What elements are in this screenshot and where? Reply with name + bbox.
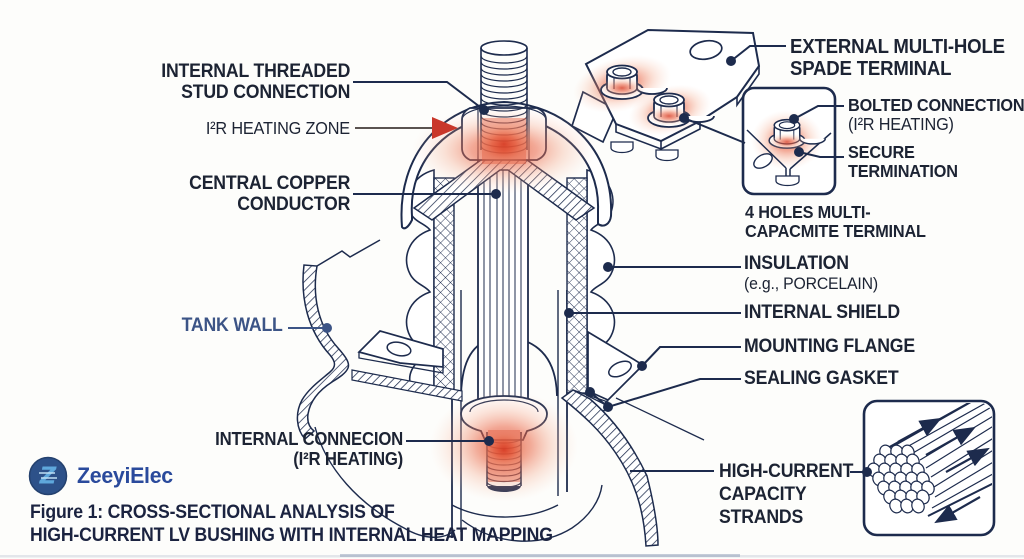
heat-glow-bottom (430, 390, 578, 502)
label-mounting-flange: MOUNTING FLANGE (744, 336, 915, 357)
figure-caption: Figure 1: CROSS-SECTIONAL ANALYSIS OF HI… (30, 501, 553, 547)
mounting-flange-right (585, 330, 645, 405)
label-high-current-strands: HIGH-CURRENT CAPACITY STRANDS (719, 461, 854, 529)
label-secure-termination: SECURE TERMINATION (848, 142, 958, 182)
zeeyielec-logo-icon: Z (28, 456, 68, 496)
label-four-holes-terminal: 4 HOLES MULTI- CAPACMITE TERMINAL (745, 202, 926, 242)
mounting-flange-left (357, 330, 444, 374)
label-tank-wall: TANK WALL (181, 315, 283, 336)
label-external-spade-terminal: EXTERNAL MULTI-HOLE SPADE TERMINAL (790, 36, 1005, 80)
leader-lines (288, 45, 867, 473)
label-internal-threaded-stud: INTERNAL THREADED STUD CONNECTION (161, 61, 350, 103)
figure-caption-line2: HIGH-CURRENT LV BUSHING WITH INTERNAL HE… (30, 525, 553, 547)
heat-glow-top (412, 106, 596, 194)
label-central-copper-conductor: CENTRAL COPPER CONDUCTOR (188, 173, 350, 215)
label-internal-shield: INTERNAL SHIELD (744, 302, 900, 323)
central-conductor (477, 158, 529, 400)
label-sealing-gasket: SEALING GASKET (744, 368, 899, 389)
tank-wall-right (560, 389, 705, 547)
svg-text:Z: Z (39, 464, 58, 490)
current-direction-arrows (897, 417, 990, 524)
figure-caption-line1: Figure 1: CROSS-SECTIONAL ANALYSIS OF (30, 502, 395, 523)
label-insulation: INSULATION (e.g., PORCELAIN) (744, 253, 878, 293)
bolted-connection-inset (741, 86, 837, 196)
label-bolted-connection: BOLTED CONNECTION (I²R HEATING) (848, 95, 1024, 135)
zeeyielec-logo: Z ZeeyiElec (28, 456, 176, 496)
zeeyielec-logo-text: ZeeyiElec (77, 463, 173, 488)
leader-dots (322, 56, 872, 477)
tank-wall-left (296, 239, 381, 441)
label-i2r-heating-zone: I²R HEATING ZONE (205, 118, 350, 138)
spade-terminal (573, 28, 761, 162)
bottom-edge-accent (340, 554, 740, 557)
label-internal-connecion: INTERNAL CONNECION (I²R HEATING) (215, 429, 403, 469)
high-current-strands-inset (862, 399, 996, 537)
